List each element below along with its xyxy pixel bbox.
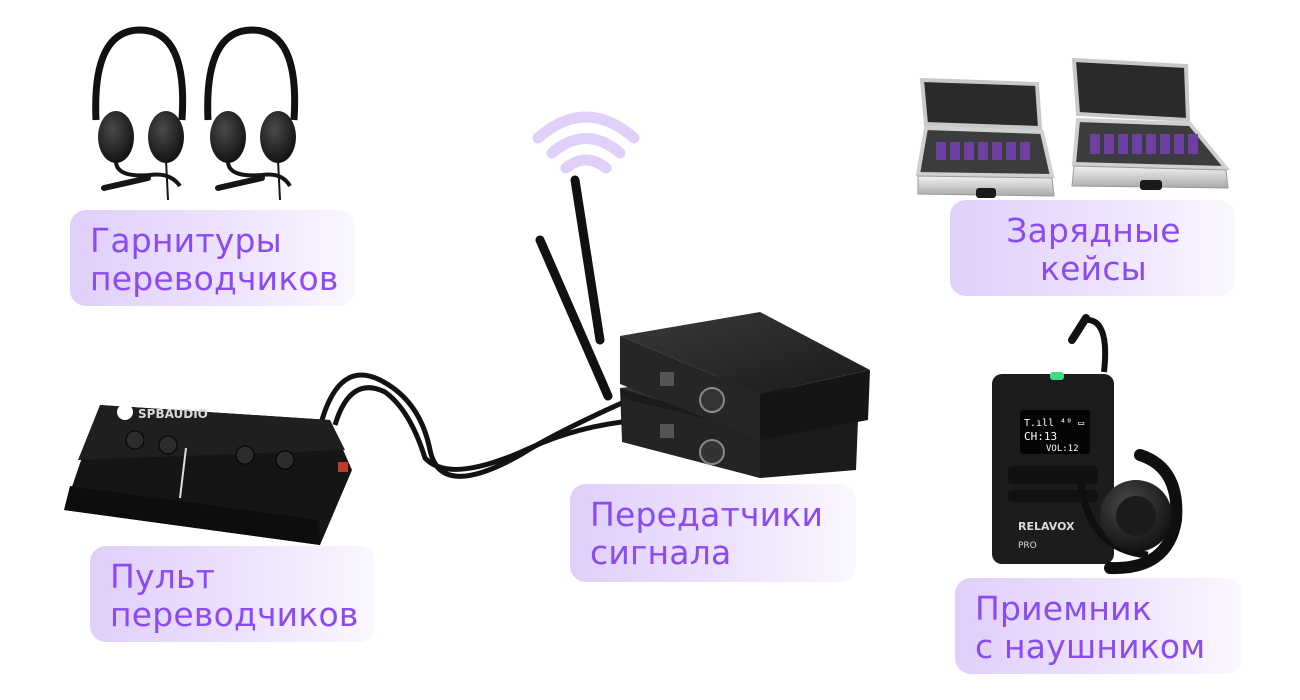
receiver-model: PRO [1018,541,1037,551]
label-receiver-line1: Приемник [975,589,1152,628]
label-console: Пульт переводчиков [90,546,375,642]
wifi-icon [532,111,640,174]
label-transmitters-line1: Передатчики [590,495,824,534]
label-headsets: Гарнитуры переводчиков [70,210,355,306]
label-charging-cases: Зарядные кейсы [950,200,1235,296]
label-transmitters: Передатчики сигнала [570,484,856,582]
earphone-icon [1076,449,1183,575]
label-headsets-line1: Гарнитуры [90,221,282,260]
charging-case-icon [1071,57,1231,190]
charging-case-icon [915,77,1055,198]
console-icon: SPBAUDIO [64,404,352,545]
label-console-line1: Пульт [110,557,216,596]
label-receiver-line2: с наушником [975,627,1206,666]
label-receiver: Приемник с наушником [955,578,1242,674]
headset-icon [92,26,187,201]
cable [319,372,642,479]
receiver-brand: RELAVOX [1018,520,1075,533]
receiver-channel: CH:13 [1024,430,1057,443]
label-transmitters-line2: сигнала [590,533,732,572]
console-brand: SPBAUDIO [138,407,208,421]
receiver-volume: VOL:12 [1046,444,1079,454]
receiver-icon: T.ıll ⁴⁰ ▭ CH:13 VOL:12 RELAVOX PRO [992,314,1114,564]
svg-text:T.ıll ⁴⁰ ▭: T.ıll ⁴⁰ ▭ [1024,418,1084,429]
label-console-line2: переводчиков [110,595,359,634]
label-headsets-line2: переводчиков [90,259,339,298]
transmitter-icon [535,175,870,478]
label-cases-line2: кейсы [1040,249,1147,288]
status-led [1050,372,1064,380]
headset-icon [204,26,299,201]
label-cases-line1: Зарядные [1006,211,1181,250]
